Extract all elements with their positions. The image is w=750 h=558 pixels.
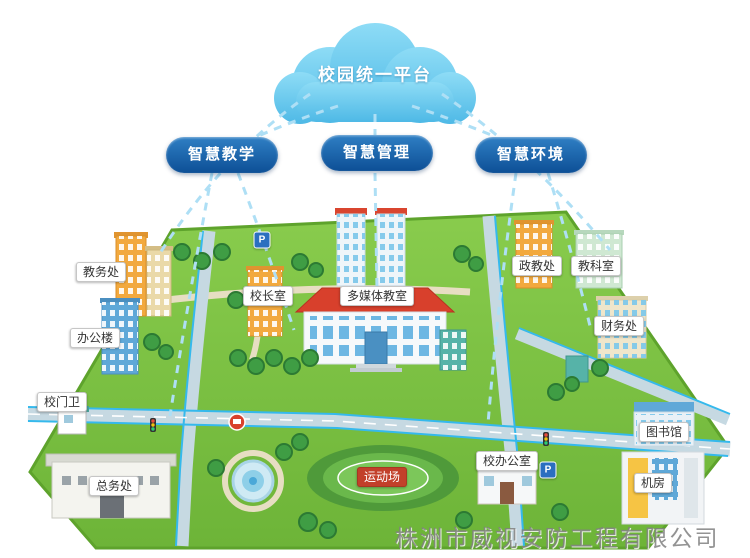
map-label-gate-guard: 校门卫 [36,392,88,412]
parking-sign-icon: P [539,461,557,479]
node-smart-management: 智慧管理 [321,135,433,171]
camera-dome-icon [228,413,246,431]
map-label-server-room: 机房 [633,473,673,493]
map-label-general-affairs: 总务处 [88,476,140,496]
platform-cloud [274,23,476,124]
map-label-office-building: 办公楼 [69,328,121,348]
trees [143,243,609,539]
building-political-education [514,220,554,289]
map-label-finance: 财务处 [593,316,645,336]
building-teal-annex [439,329,589,383]
parking-sign-icon: P [253,231,271,249]
map-label-academic-affairs: 教务处 [75,262,127,282]
fountain [231,459,275,503]
map-label-sports-field: 运动场 [356,467,408,487]
map-label-teaching-research: 教科室 [570,256,622,276]
node-smart-environment: 智慧环境 [475,137,587,173]
company-watermark: 株洲市威视安防工程有限公司 [394,525,720,551]
traffic-light-icon-left [150,418,156,432]
map-label-library: 图书馆 [638,422,690,442]
map-label-principal-office: 校长室 [242,286,294,306]
map-label-multimedia-classroom: 多媒体教室 [339,286,415,306]
node-smart-teaching: 智慧教学 [166,137,278,173]
traffic-light-icon-right [543,432,549,446]
platform-label: 校园统一平台 [318,65,432,85]
building-center-towers [335,208,407,287]
building-general-affairs [45,453,177,519]
map-label-political-education: 政教处 [511,256,563,276]
map-label-school-office: 校办公室 [475,451,539,471]
